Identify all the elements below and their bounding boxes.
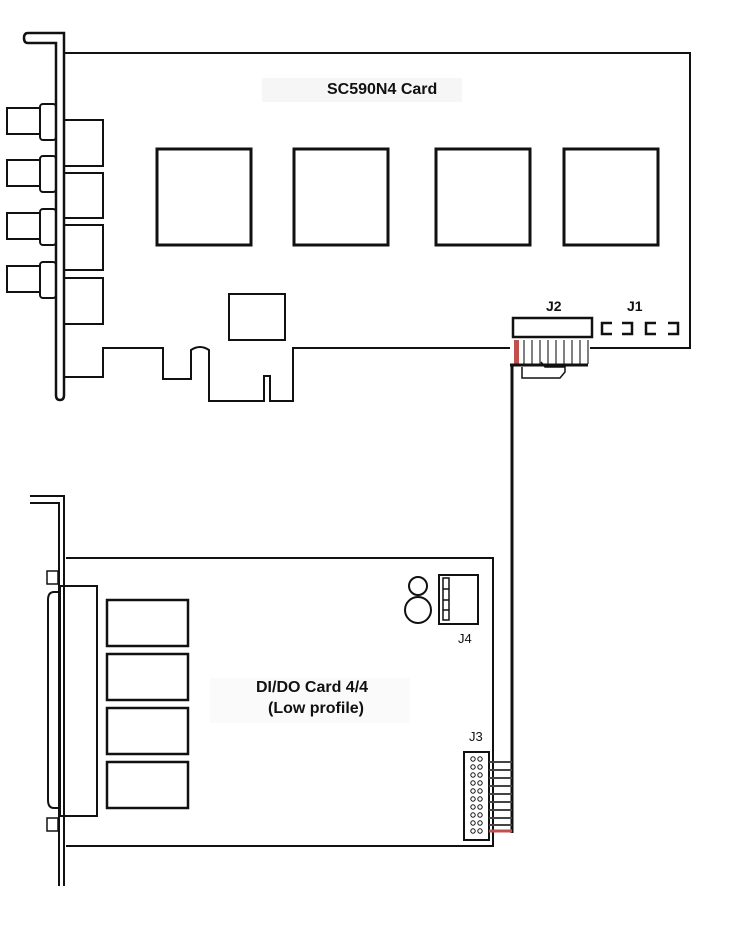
j3-pin-hole [477, 788, 483, 794]
j2-connector [510, 316, 594, 379]
top-card-title: SC590N4 Card [327, 81, 438, 98]
top-board-outline [64, 52, 691, 402]
j1-label: J1 [627, 298, 643, 314]
j3-pin-hole [477, 820, 483, 826]
j3-pin-hole [470, 764, 476, 770]
sc590n4-card [6, 31, 691, 402]
dsub-connector [59, 585, 98, 817]
j3-pin-hole [477, 756, 483, 762]
dido-card [30, 495, 512, 886]
j3-pin-hole [477, 804, 483, 810]
top-bracket [22, 31, 66, 402]
j4-area [404, 574, 479, 625]
bnc-connectors [6, 103, 104, 325]
j3-pin-hole [470, 772, 476, 778]
j3-pin-hole [470, 828, 476, 834]
j3-header [463, 751, 512, 841]
j3-pin-hole [470, 756, 476, 762]
j3-pin-hole [470, 780, 476, 786]
chips [155, 147, 660, 247]
j1-jumpers [600, 321, 680, 336]
j3-pin-hole [470, 812, 476, 818]
relays [105, 598, 190, 810]
j2-label: J2 [546, 298, 562, 314]
j3-pin-hole [470, 804, 476, 810]
j3-pin-hole [477, 812, 483, 818]
j3-pin-hole [470, 820, 476, 826]
j3-pin-hole [477, 764, 483, 770]
j3-pin-hole [477, 796, 483, 802]
j4-label: J4 [458, 631, 472, 646]
j3-pin-hole [477, 828, 483, 834]
small-chip [228, 293, 286, 341]
j3-label: J3 [469, 729, 483, 744]
bottom-board-outline [66, 557, 494, 847]
bottom-card-subtitle: (Low profile) [268, 700, 364, 717]
bottom-card-title: DI/DO Card 4/4 [256, 679, 369, 696]
j3-pin-hole [477, 780, 483, 786]
j3-pin-hole [470, 796, 476, 802]
j3-pin-hole [470, 788, 476, 794]
j3-pin-hole [477, 772, 483, 778]
